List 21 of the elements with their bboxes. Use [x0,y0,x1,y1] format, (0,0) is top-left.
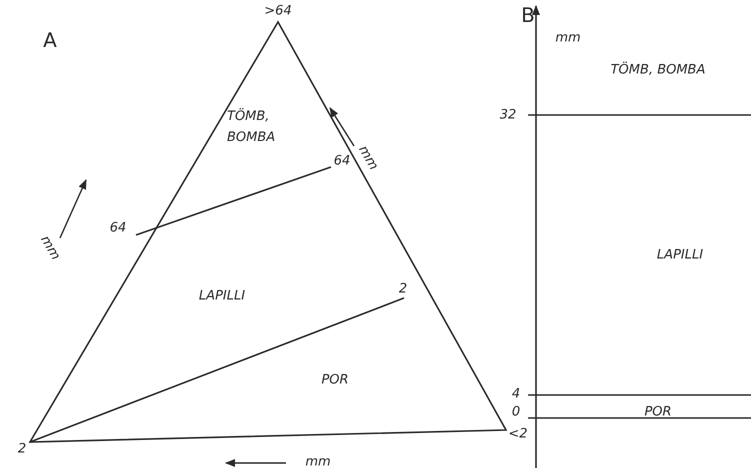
tick-label: 64 [110,222,126,234]
axis-unit: mm [555,32,581,44]
panel-letter: A [43,30,57,50]
tick-label: 2 [398,282,408,296]
region-label: TÖMB, BOMBA [227,107,276,147]
tick-label: 64 [334,154,350,168]
region-label: POR [644,406,672,418]
tick-label: >64 [264,4,292,18]
region-label: POR [321,374,349,386]
tick-label: 32 [500,108,516,122]
region-label: TÖMB, BOMBA [610,64,706,76]
panel-letter: B [521,5,535,25]
axis-unit: mm [305,456,331,468]
tick-label: 0 [512,406,520,418]
region-label: LAPILLI [198,290,246,302]
axis-unit: mm [356,144,380,172]
region-label: LAPILLI [656,248,704,262]
tick-label: <2 [508,428,528,440]
tick-label: 4 [512,388,520,400]
axis-unit: mm [38,234,62,262]
tick-label: 2 [18,442,26,456]
